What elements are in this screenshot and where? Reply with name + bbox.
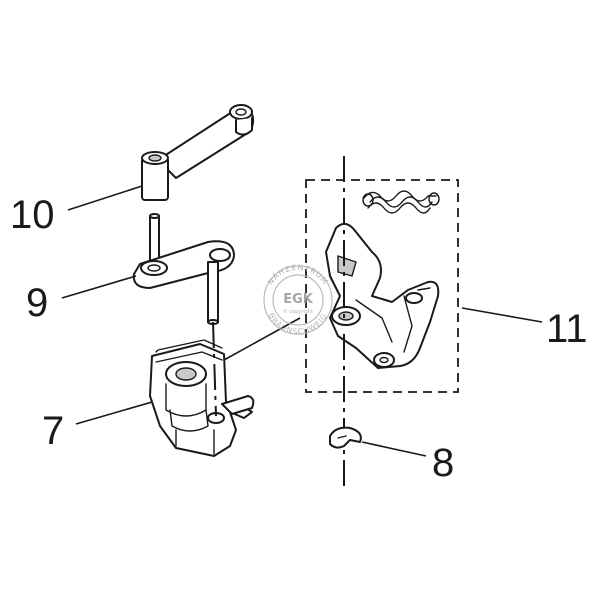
- part-7-lower-mechanism: [149, 339, 255, 457]
- watermark-logo: EGK: [283, 292, 314, 307]
- watermark-bottom-text: BRAUNSCHWEIG: [267, 311, 330, 336]
- leader-line-10: [67, 185, 143, 211]
- watermark-small-text: © copyright: [283, 308, 313, 315]
- part-11-assembly: [325, 190, 440, 369]
- leader-line-7: [75, 401, 153, 425]
- part-9-pin-arm: [132, 213, 235, 325]
- spring-icon: [362, 190, 440, 214]
- axis-link-line: [223, 317, 301, 361]
- assembly-11-box: [305, 179, 459, 393]
- part-10-crank-lever: [141, 104, 255, 201]
- leader-line-9: [61, 275, 137, 299]
- part-label-7: 7: [42, 409, 64, 453]
- watermark-stamp: NÄHZENTRUM BRAUNSCHWEIG EGK © copyright: [263, 263, 333, 336]
- leader-line-11: [461, 307, 543, 323]
- part-label-8: 8: [432, 441, 454, 485]
- part-label-10: 10: [10, 193, 55, 237]
- leader-line-8: [361, 441, 427, 457]
- part-label-11: 11: [546, 307, 588, 351]
- part-label-9: 9: [26, 281, 48, 325]
- part-8-e-clip: [329, 426, 362, 449]
